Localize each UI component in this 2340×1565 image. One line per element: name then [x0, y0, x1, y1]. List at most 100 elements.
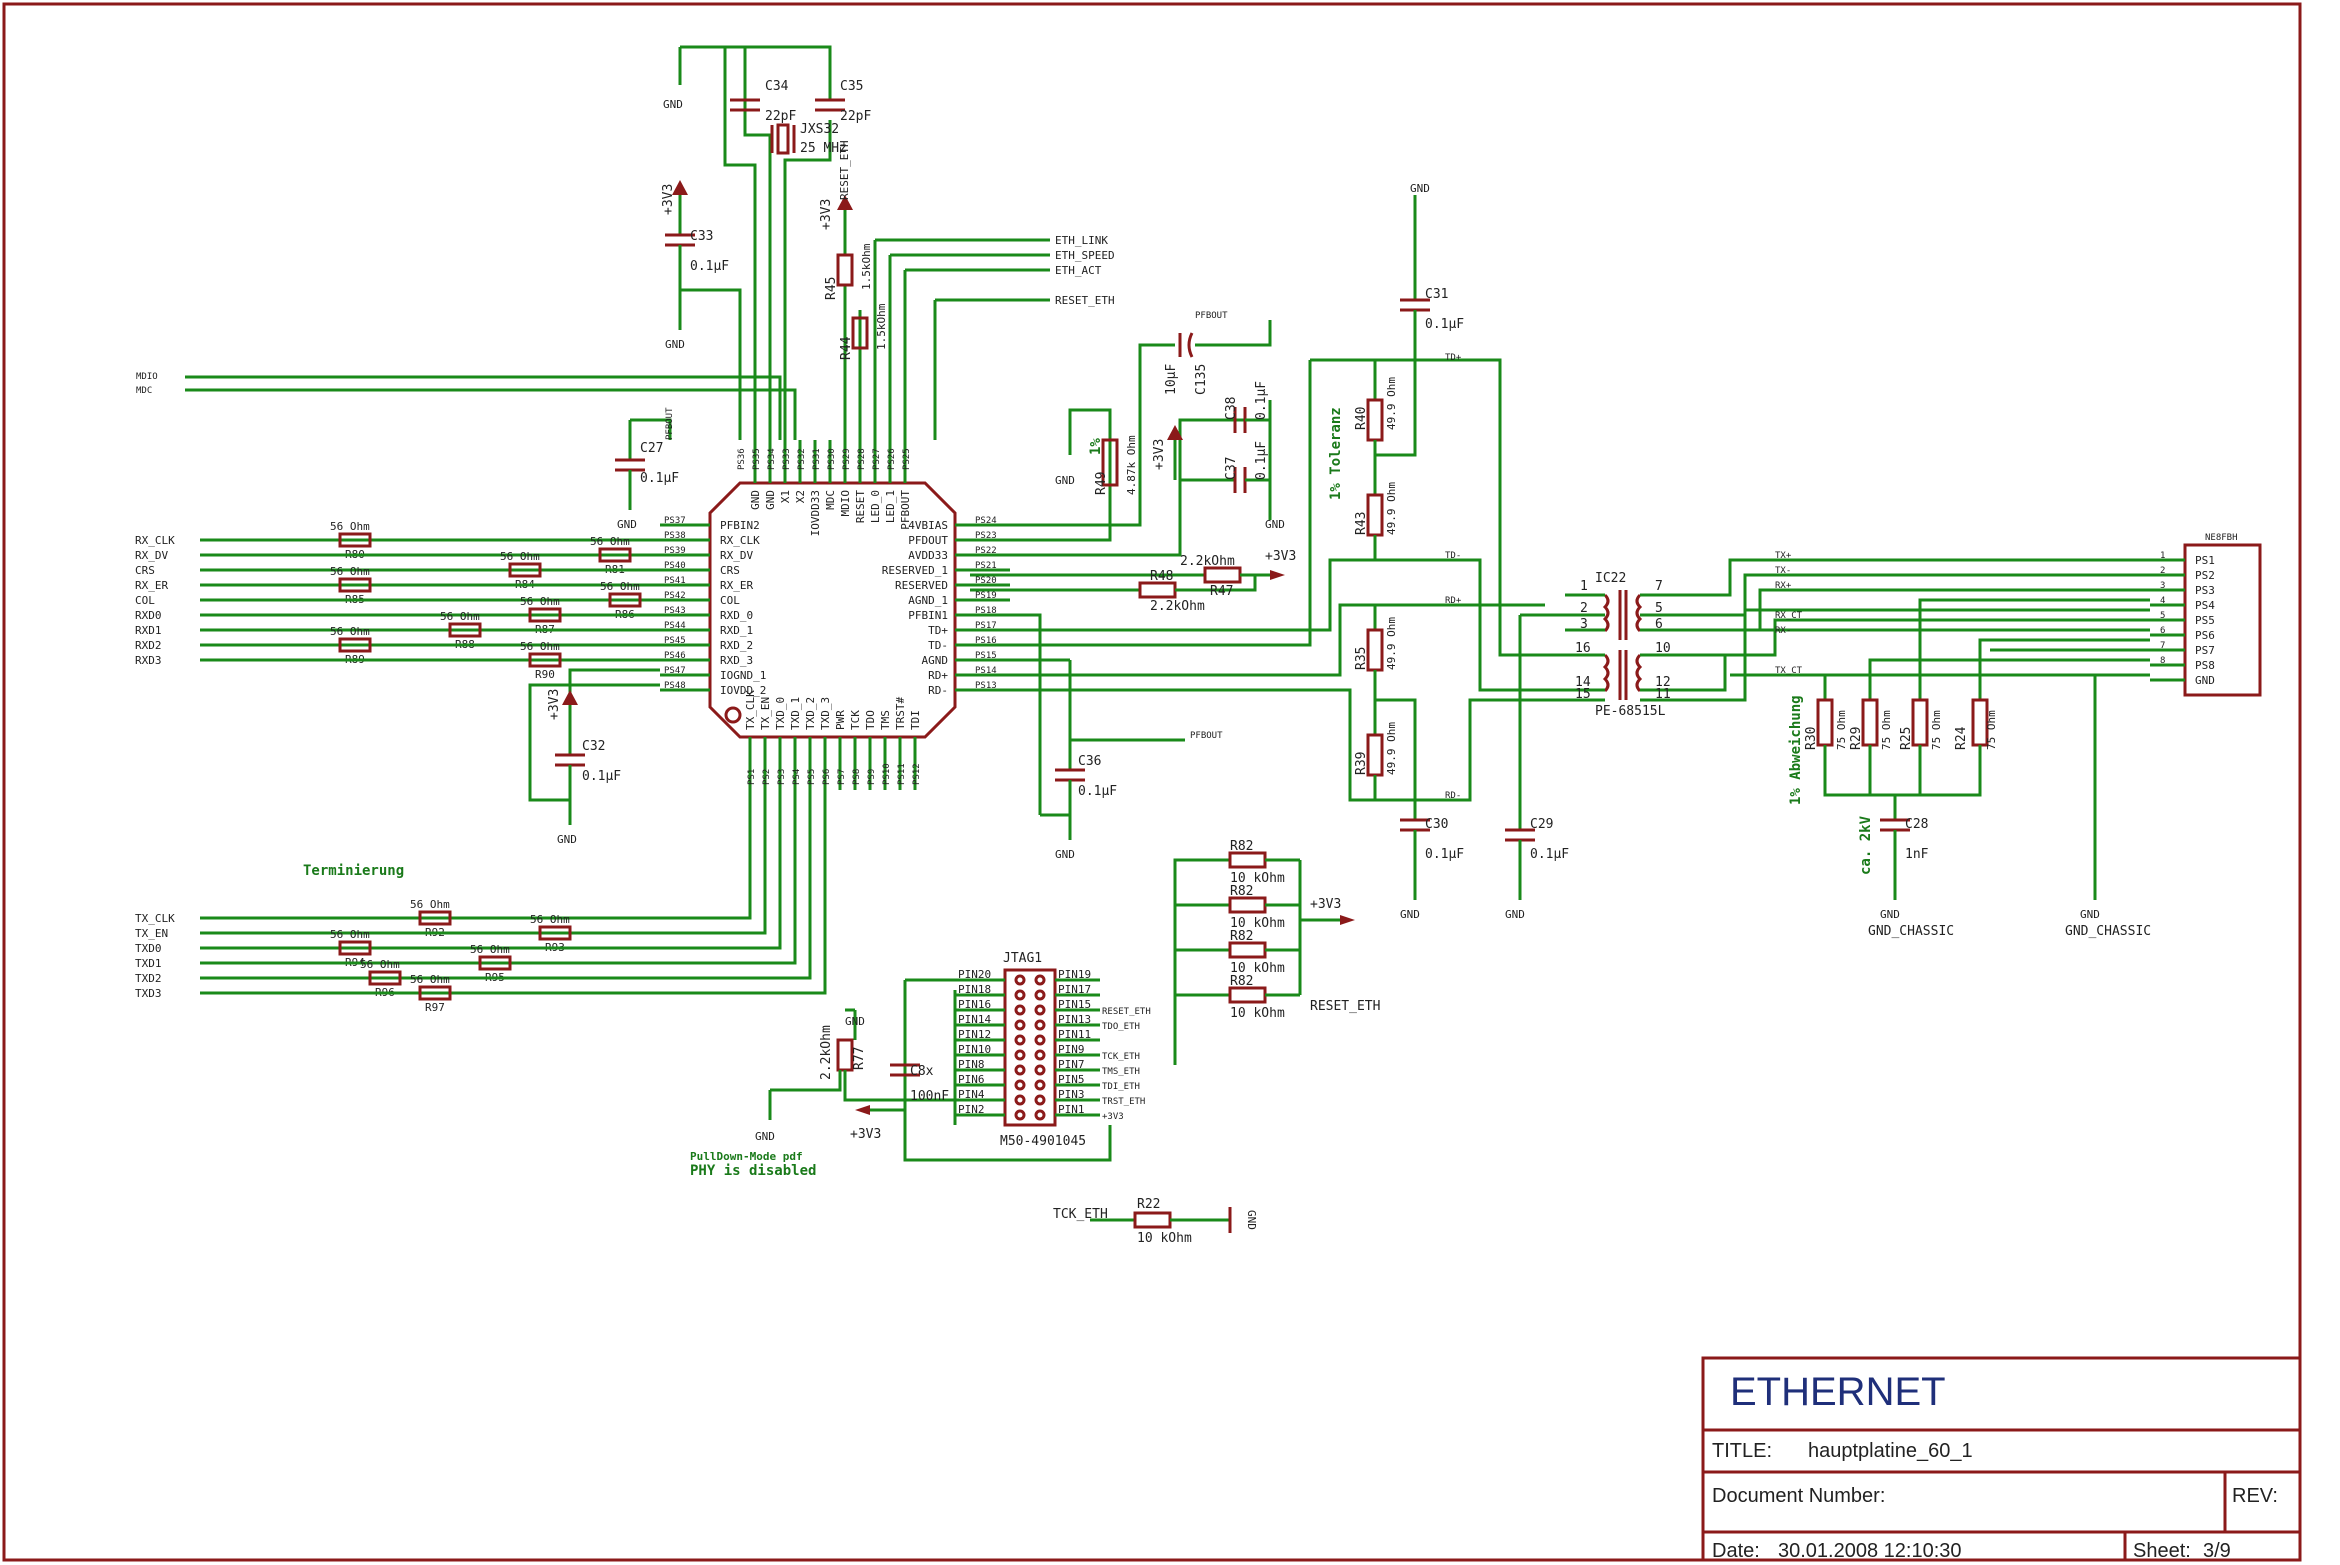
ic-pad-label: PS47 — [664, 666, 686, 676]
ic-pad-label: PS4 — [792, 769, 802, 785]
r45-value: 1.5kOhm — [860, 243, 873, 290]
ic-pin-label: CRS — [720, 564, 740, 577]
connector-pin-label: PS4 — [2195, 599, 2215, 612]
ic-pad-label: PS19 — [975, 591, 997, 601]
xfmr-pin-r2: 5 — [1655, 601, 1663, 616]
ca-2kv-note: ca. 2kV — [1858, 815, 1874, 875]
ic-pin-label: RESERVED_1 — [882, 564, 948, 577]
c31-name: C31 — [1425, 287, 1448, 302]
r82-resistor — [1228, 851, 1267, 869]
c29-name: C29 — [1530, 817, 1553, 832]
sheet-label: Sheet: — [2133, 1540, 2191, 1562]
r77-value: 2.2kOhm — [819, 1025, 834, 1080]
jtag-pad — [1014, 1094, 1026, 1106]
r22-value: 10 kOhm — [1137, 1231, 1192, 1246]
gnd-label: GND — [617, 518, 637, 531]
ic-pad-label: PS11 — [897, 763, 907, 785]
ic-pad-label: PS8 — [852, 769, 862, 785]
rx-signal-label: RXD1 — [135, 624, 162, 637]
ic-pin-label: RX_CLK — [720, 534, 760, 547]
r35-value: 49.9 Ohm — [1385, 617, 1398, 670]
ic-pad-label: PS26 — [887, 448, 897, 470]
c32-value: 0.1µF — [582, 769, 621, 784]
ic-pad-label: PS33 — [782, 448, 792, 470]
rx-ct-label: RX_CT — [1775, 611, 1803, 621]
gnd-label: GND — [663, 98, 683, 111]
tx-signal-label: TXD2 — [135, 972, 162, 985]
rx-signal-label: RXD2 — [135, 639, 162, 652]
c36-name: C36 — [1078, 754, 1101, 769]
ic-pad-label: PS9 — [867, 769, 877, 785]
rx-resistor-value: 56 Ohm — [440, 610, 480, 623]
c36-value: 0.1µF — [1078, 784, 1117, 799]
ic-pin-label: AGND_1 — [908, 594, 948, 607]
td-minus-label: TD- — [1445, 551, 1461, 561]
connector-pin-label: PS2 — [2195, 569, 2215, 582]
r29-name: R29 — [1849, 727, 1864, 750]
connector-pin-label: PS1 — [2195, 554, 2215, 567]
rj45-connector: NE8FBH PS11PS22PS33PS44PS55PS66PS77PS88G… — [2150, 533, 2262, 697]
jtag-right-pin: PIN17 — [1058, 983, 1091, 996]
pullup-wire — [1173, 948, 1230, 1020]
rx-signal-label: RX_ER — [135, 579, 168, 592]
mdio-label: MDIO — [136, 372, 158, 382]
gnd-label: GND — [1410, 182, 1430, 195]
tx-signal-label: TXD0 — [135, 942, 162, 955]
rd-minus-label: RD- — [1445, 791, 1461, 801]
c33-name: C33 — [690, 229, 713, 244]
tx-series-resistor — [418, 985, 452, 1001]
xfmr-pin-l6: 15 — [1575, 687, 1591, 702]
c34-value: 22pF — [765, 109, 796, 124]
rx-resistor-value: 56 Ohm — [330, 520, 370, 533]
terminierung-note: Terminierung — [303, 863, 404, 879]
c27-name: C27 — [640, 441, 663, 456]
jtag-pad — [1014, 1109, 1026, 1121]
ic-pad-label: PS7 — [837, 769, 847, 785]
ic-pad-label: PS12 — [912, 763, 922, 785]
r22-name: R22 — [1137, 1197, 1160, 1212]
ic-pad-label: PS37 — [664, 516, 686, 526]
analog-power-section: PFBOUT 10µF C135 C38 0.1µF C37 0.1µF +3V… — [970, 311, 1285, 557]
c37-value: 0.1µF — [1254, 441, 1269, 480]
mdio-lines: MDIO MDC — [136, 372, 797, 440]
r48-name: R48 — [1150, 569, 1173, 584]
ic-pin-label: AVDD33 — [908, 549, 948, 562]
pullup-wire — [1173, 993, 1230, 1065]
gnd-chassis-label: GND_CHASSIC — [1868, 924, 1954, 939]
r48-value: 2.2kOhm — [1150, 599, 1205, 614]
v3-label: +3V3 — [547, 689, 562, 720]
r25-value: 75 Ohm — [1930, 710, 1943, 750]
pfbout-label: PFBOUT — [665, 407, 675, 440]
crystal-section: GND C34 22pF C35 22pF JXS32 25 MHz — [663, 45, 871, 440]
r29-value: 75 Ohm — [1880, 710, 1893, 750]
tx-resistor-value: 56 Ohm — [530, 913, 570, 926]
rx-signal-label: COL — [135, 594, 155, 607]
r24-name: R24 — [1954, 726, 1969, 750]
ic-pad-label: PS34 — [767, 448, 777, 470]
jtag-net-label: TDI_ETH — [1102, 1082, 1140, 1092]
v3-label: +3V3 — [819, 199, 834, 230]
rx-resistor-value: 56 Ohm — [520, 640, 560, 653]
connector-pin-label: PS7 — [2195, 644, 2215, 657]
ic-pin-label: TCK — [849, 710, 862, 730]
connector-pin-label: GND — [2195, 674, 2215, 687]
ic-pad-label: PS46 — [664, 651, 686, 661]
rx-resistor-value: 56 Ohm — [600, 580, 640, 593]
ic-pin-label: PWR — [834, 710, 847, 730]
rx-series-resistor — [508, 562, 542, 578]
ic22-value: PE-68515L — [1595, 704, 1666, 719]
connector-name: NE8FBH — [2205, 533, 2238, 543]
ic-bottom-pins: TX_CLKPS1TX_ENPS2TXD_0PS3TXD_1PS4TXD_2PS… — [744, 690, 922, 790]
title-block: ETHERNET TITLE: hauptplatine_60_1 Docume… — [1701, 1356, 2302, 1562]
ic-pad-label: PS39 — [664, 546, 686, 556]
ic-pad-label: PS23 — [975, 531, 997, 541]
rx-series-resistor — [598, 547, 632, 563]
c27-capacitor: PFBOUT C27 0.1µF GND — [615, 407, 679, 531]
r82-value: 10 kOhm — [1230, 916, 1285, 931]
r82-value: 10 kOhm — [1230, 961, 1285, 976]
ic-pad-label: PS22 — [975, 546, 997, 556]
ic-pin-label: LED_0 — [869, 490, 882, 523]
v3-label: +3V3 — [661, 184, 676, 215]
